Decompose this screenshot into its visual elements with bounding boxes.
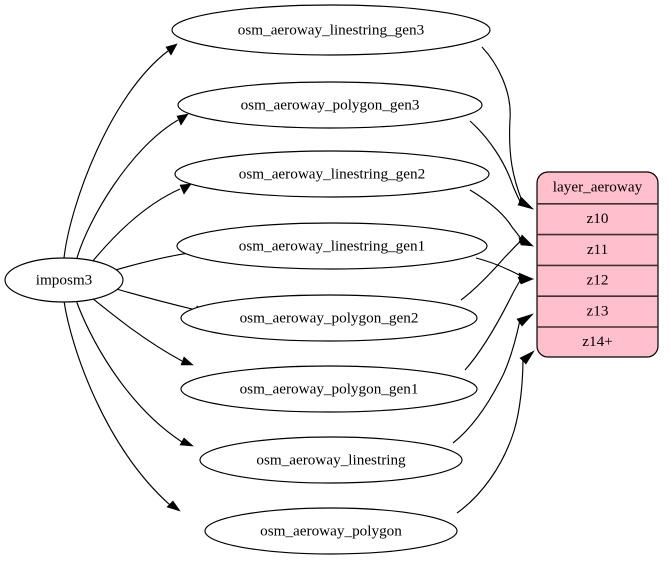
linestring-gen3-label: osm_aeroway_linestring_gen3 bbox=[238, 21, 424, 38]
node-imposm3[interactable]: imposm3 bbox=[4, 257, 124, 303]
polygon-gen2-label: osm_aeroway_polygon_gen2 bbox=[240, 309, 419, 326]
imposm3-label: imposm3 bbox=[36, 271, 93, 288]
edge-imposm3-to-polygon-gen1 bbox=[91, 297, 183, 362]
edge-linestring-to-z13 bbox=[452, 319, 521, 444]
polygon-gen3-ellipse[interactable] bbox=[177, 81, 483, 129]
layer-aeroway-row-z13[interactable]: z13 bbox=[587, 302, 609, 319]
polygon-label: osm_aeroway_polygon bbox=[260, 522, 402, 539]
edge-polygon-to-z14 bbox=[456, 357, 524, 514]
polygon-gen2-ellipse[interactable] bbox=[180, 294, 478, 342]
layer-aeroway-row-z12[interactable]: z12 bbox=[587, 272, 609, 289]
polygon-ellipse[interactable] bbox=[204, 507, 458, 555]
node-osm-aeroway-linestring[interactable]: osm_aeroway_linestring bbox=[199, 436, 463, 484]
edge-polygon-gen2-to-z11 bbox=[460, 240, 522, 301]
node-layer-aeroway-table[interactable]: layer_aeroway z10 z11 z12 z13 z14+ bbox=[536, 171, 659, 358]
linestring-gen2-ellipse[interactable] bbox=[174, 150, 490, 198]
polygon-gen1-ellipse[interactable] bbox=[180, 365, 478, 413]
polygon-gen3-label: osm_aeroway_polygon_gen3 bbox=[241, 96, 420, 113]
arrowhead-polygon-gen1 bbox=[180, 356, 194, 366]
edge-linestring-gen1-to-z12 bbox=[475, 257, 522, 277]
arrowhead-linestring-gen2 bbox=[179, 183, 192, 195]
layer-aeroway-header-label: layer_aeroway bbox=[553, 178, 643, 195]
edge-polygon-gen3-to-z10 bbox=[469, 120, 522, 204]
polygon-gen1-label: osm_aeroway_polygon_gen1 bbox=[240, 380, 419, 397]
layer-aeroway-row-z11[interactable]: z11 bbox=[587, 241, 608, 258]
node-osm-aeroway-linestring-gen3[interactable]: osm_aeroway_linestring_gen3 bbox=[171, 4, 491, 56]
edge-imposm3-to-polygon-gen2 bbox=[112, 287, 197, 311]
edge-imposm3-to-linestring-gen2 bbox=[91, 188, 181, 263]
layer-aeroway-row-z14[interactable]: z14+ bbox=[582, 333, 613, 350]
edge-polygon-gen1-to-z12 bbox=[464, 278, 522, 371]
layer-aeroway-row-z10[interactable]: z10 bbox=[587, 210, 609, 227]
arrowhead-z13 bbox=[516, 313, 534, 327]
arrowhead-z14 bbox=[519, 350, 535, 365]
arrowhead-linestring bbox=[179, 437, 194, 447]
linestring-ellipse[interactable] bbox=[199, 436, 463, 484]
node-osm-aeroway-linestring-gen1[interactable]: osm_aeroway_linestring_gen1 bbox=[176, 222, 488, 270]
node-osm-aeroway-linestring-gen2[interactable]: osm_aeroway_linestring_gen2 bbox=[174, 150, 490, 198]
linestring-gen3-ellipse[interactable] bbox=[171, 4, 491, 56]
edge-imposm3-to-linestring bbox=[75, 299, 183, 443]
edge-imposm3-to-linestring-gen1 bbox=[111, 251, 197, 272]
node-osm-aeroway-polygon-gen3[interactable]: osm_aeroway_polygon_gen3 bbox=[177, 81, 483, 129]
edge-imposm3-to-linestring-gen3 bbox=[63, 50, 169, 259]
arrowhead-linestring-gen3 bbox=[165, 43, 178, 56]
node-osm-aeroway-polygon[interactable]: osm_aeroway_polygon bbox=[204, 507, 458, 555]
edge-imposm3-to-polygon bbox=[63, 300, 171, 506]
linestring-gen1-ellipse[interactable] bbox=[176, 222, 488, 270]
layer-aeroway-body[interactable] bbox=[536, 171, 659, 358]
arrowhead-z11-b bbox=[518, 237, 534, 247]
edge-group-tables-to-layer bbox=[452, 46, 535, 514]
node-osm-aeroway-polygon-gen2[interactable]: osm_aeroway_polygon_gen2 bbox=[180, 294, 478, 342]
edge-linestring-gen3-to-z10 bbox=[481, 46, 523, 202]
linestring-gen2-label: osm_aeroway_linestring_gen2 bbox=[239, 165, 425, 182]
arrowhead-polygon bbox=[166, 500, 181, 512]
edge-imposm3-to-polygon-gen3 bbox=[76, 119, 179, 259]
linestring-gen1-label: osm_aeroway_linestring_gen1 bbox=[239, 237, 425, 254]
linestring-label: osm_aeroway_linestring bbox=[256, 451, 406, 468]
arrowhead-polygon-gen3 bbox=[176, 113, 189, 126]
arrowhead-z12-b bbox=[517, 276, 535, 285]
arrowhead-z10-b bbox=[517, 197, 535, 210]
edge-linestring-gen2-to-z11 bbox=[469, 189, 523, 241]
node-osm-aeroway-polygon-gen1[interactable]: osm_aeroway_polygon_gen1 bbox=[180, 365, 478, 413]
imposm3-ellipse[interactable] bbox=[4, 257, 124, 303]
